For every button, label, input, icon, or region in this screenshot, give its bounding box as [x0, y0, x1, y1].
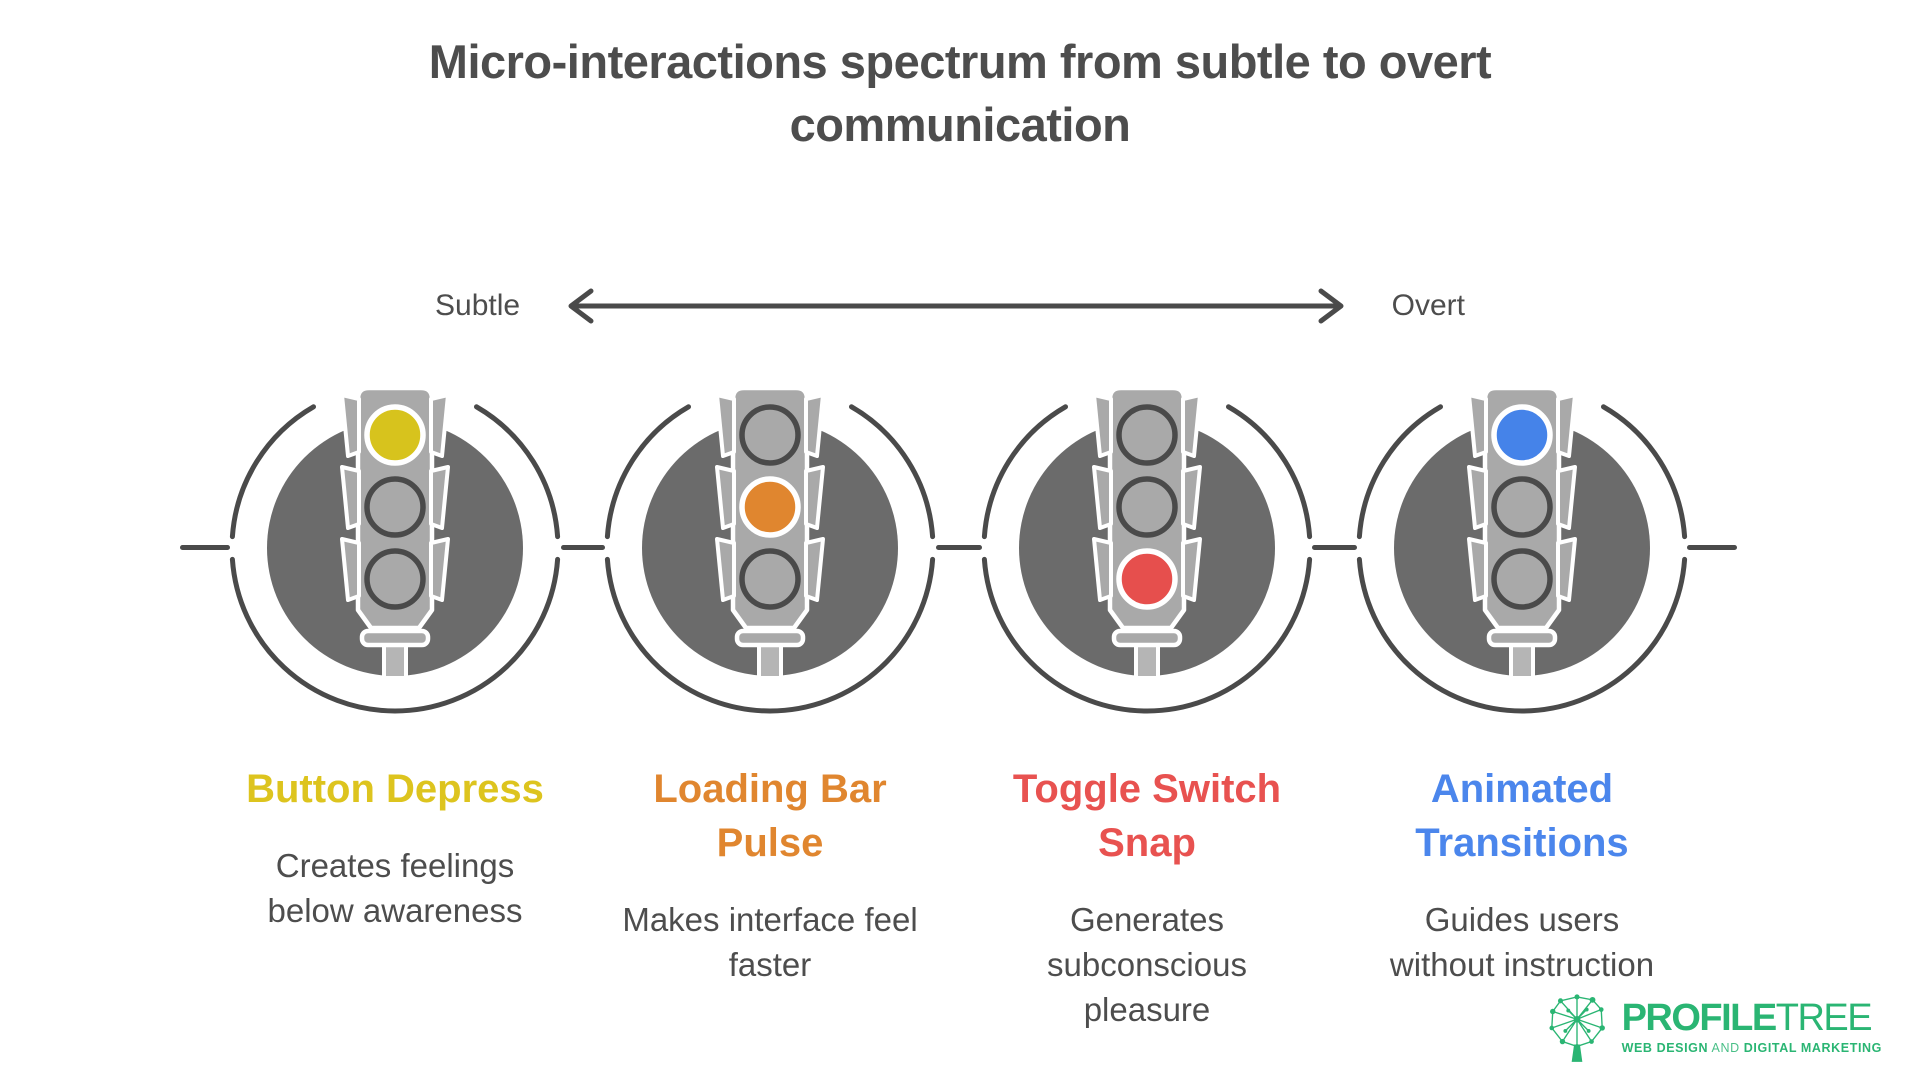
outer-ring — [229, 404, 561, 714]
traffic-light-base — [734, 628, 806, 648]
brand-name-bold: PROFILE — [1621, 997, 1778, 1039]
light-middle — [1116, 476, 1178, 538]
light-top — [364, 404, 426, 466]
tagline-digital-marketing: DIGITAL MARKETING — [1743, 1041, 1882, 1055]
arrowhead-left — [568, 288, 594, 324]
spectrum-label-overt: Overt — [1391, 289, 1465, 322]
tree-icon — [1549, 994, 1605, 1062]
light-middle — [739, 476, 801, 538]
brand-tagline: WEB DESIGN AND DIGITAL MARKETING — [1622, 1041, 1882, 1055]
item-heading: Toggle Switch Snap — [1012, 767, 1282, 865]
traffic-light-icon — [229, 385, 561, 714]
connector-line-3-4 — [1312, 545, 1357, 550]
light-middle — [1491, 476, 1553, 538]
traffic-light-visors — [715, 393, 825, 602]
light-top — [1491, 404, 1553, 466]
tagline-and: AND — [1711, 1041, 1740, 1055]
traffic-light-pole — [382, 641, 408, 680]
traffic-light-visors — [340, 393, 450, 602]
tagline-web-design: WEB DESIGN — [1621, 1041, 1709, 1055]
traffic-light-base — [1111, 628, 1183, 648]
brand-name-light: TREE — [1775, 997, 1873, 1039]
light-bottom — [739, 548, 801, 610]
outer-ring — [604, 404, 936, 714]
item-description: Creates feelings below awareness — [267, 847, 523, 929]
spectrum-item-toggle-switch-snap: Toggle Switch Snap Generates subconsciou… — [947, 340, 1347, 1033]
spectrum-label-subtle: Subtle — [435, 289, 521, 322]
connector-line-2-3 — [936, 545, 982, 550]
connector-line-edge-right — [1687, 545, 1737, 550]
traffic-light-pole — [1134, 641, 1160, 680]
arrowhead-right — [1318, 288, 1344, 324]
traffic-light-icon — [604, 385, 936, 714]
spectrum-item-animated-transitions: Animated Transitions Guides users withou… — [1322, 340, 1722, 988]
connector-line-edge-left — [180, 545, 230, 550]
outer-ring — [981, 404, 1313, 714]
light-bottom — [1491, 548, 1553, 610]
double-arrow-icon — [568, 288, 1344, 324]
item-description: Guides users without instruction — [1389, 901, 1655, 983]
item-heading: Animated Transitions — [1415, 767, 1629, 865]
item-heading: Button Depress — [246, 767, 544, 811]
connector-line-1-2 — [561, 545, 605, 550]
light-bottom — [364, 548, 426, 610]
item-description: Generates subconscious pleasure — [1047, 901, 1247, 1028]
traffic-light-base — [359, 628, 431, 648]
traffic-light-visors — [1467, 393, 1577, 602]
traffic-light-pole — [1509, 641, 1535, 680]
item-description: Makes interface feel faster — [622, 901, 918, 983]
tree-nodes — [1549, 994, 1605, 1049]
traffic-light-base — [1486, 628, 1558, 648]
outer-ring — [1356, 404, 1688, 714]
tree-trunk — [1571, 1044, 1582, 1062]
traffic-light-icon — [981, 385, 1313, 714]
traffic-light-icon — [1356, 385, 1688, 714]
traffic-light-pole — [757, 641, 783, 680]
spectrum-item-button-depress: Button Depress Creates feelings below aw… — [195, 340, 595, 934]
brand-name: PROFILETREE — [1622, 999, 1882, 1037]
page-title: Micro-interactions spectrum from subtle … — [428, 35, 1492, 152]
profiletree-logo: PROFILETREE WEB DESIGN AND DIGITAL MARKE… — [1545, 990, 1882, 1064]
spectrum-axis: Subtle Overt — [435, 284, 1465, 328]
logo-text-block: PROFILETREE WEB DESIGN AND DIGITAL MARKE… — [1622, 999, 1882, 1055]
light-top — [739, 404, 801, 466]
item-heading: Loading Bar Pulse — [653, 767, 887, 865]
spectrum-item-loading-bar-pulse: Loading Bar Pulse Makes interface feel f… — [570, 340, 970, 988]
light-bottom — [1116, 548, 1178, 610]
traffic-light-visors — [1092, 393, 1202, 602]
light-middle — [364, 476, 426, 538]
light-top — [1116, 404, 1178, 466]
